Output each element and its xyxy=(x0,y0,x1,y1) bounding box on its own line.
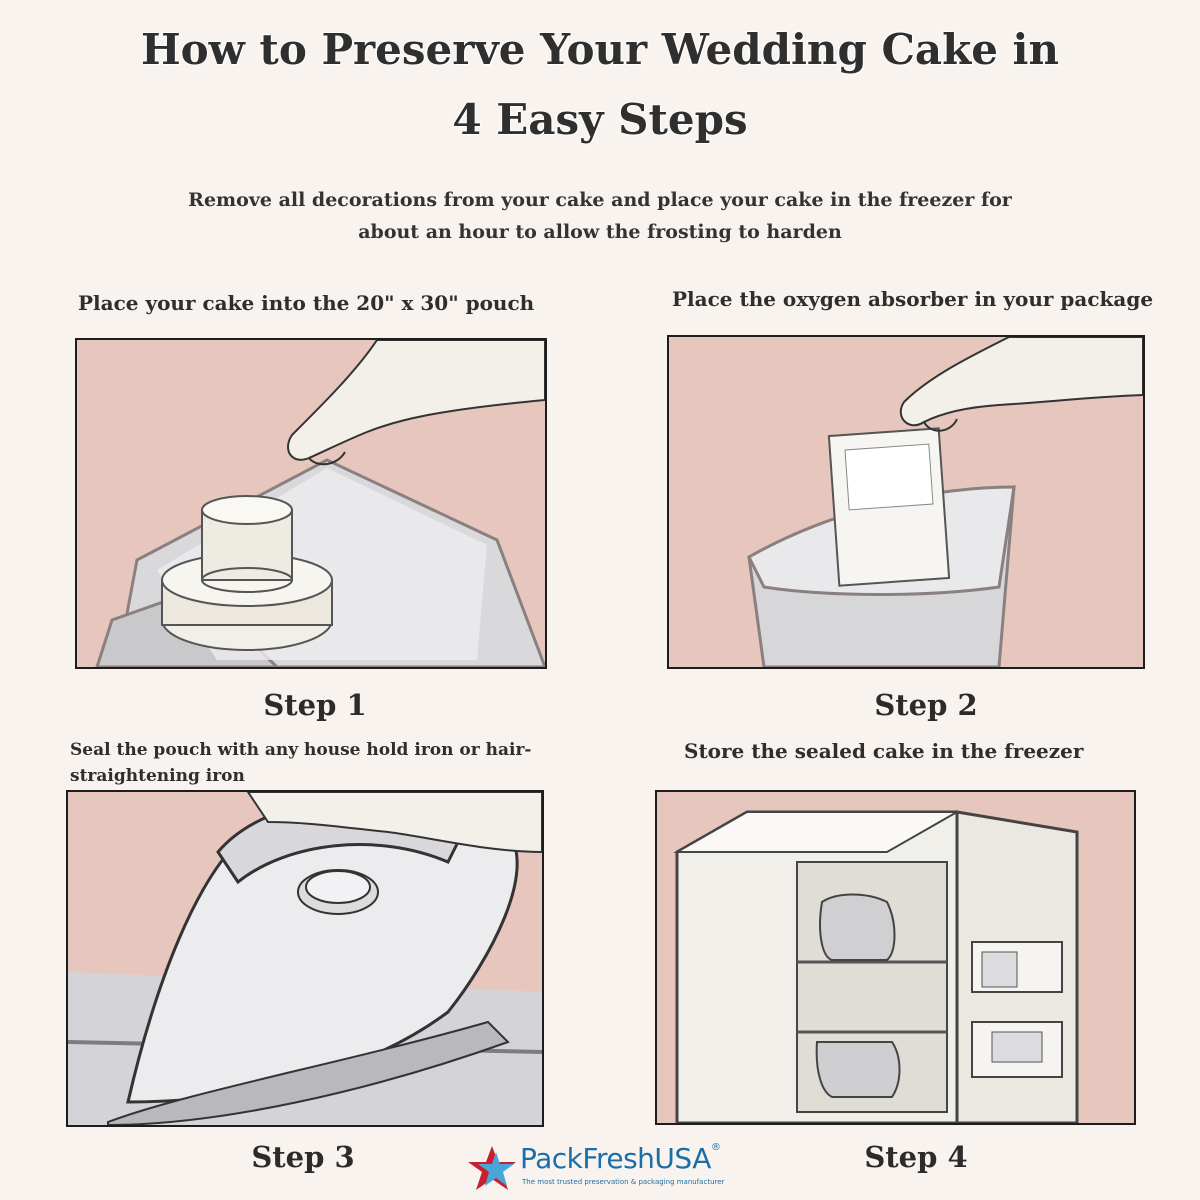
logo-name: PackFreshUSA® xyxy=(520,1142,721,1175)
page-title-line2: 4 Easy Steps xyxy=(452,95,748,144)
step4-instruction: Store the sealed cake in the freezer xyxy=(684,739,1084,763)
page-title-line1: How to Preserve Your Wedding Cake in xyxy=(140,25,1060,74)
step3-instruction-line2: straightening iron xyxy=(70,766,245,786)
star-logo-icon xyxy=(468,1146,516,1190)
step3-instruction-line1: Seal the pouch with any house hold iron … xyxy=(70,740,532,760)
step2-label: Step 2 xyxy=(874,688,978,722)
step1-label: Step 1 xyxy=(263,688,367,722)
logo-tagline: The most trusted preservation & packagin… xyxy=(522,1178,725,1186)
step3-label: Step 3 xyxy=(251,1140,355,1174)
step3-illustration xyxy=(66,790,544,1127)
packfresh-logo: PackFreshUSA® The most trusted preservat… xyxy=(466,1142,746,1192)
intro-line2: about an hour to allow the frosting to h… xyxy=(358,221,842,243)
step4-label: Step 4 xyxy=(864,1140,968,1174)
step4-illustration xyxy=(655,790,1136,1125)
intro-line1: Remove all decorations from your cake an… xyxy=(188,189,1012,211)
step2-instruction: Place the oxygen absorber in your packag… xyxy=(672,287,1154,311)
step2-illustration xyxy=(667,335,1145,669)
step1-instruction: Place your cake into the 20" x 30" pouch xyxy=(78,291,535,315)
step1-illustration xyxy=(75,338,547,669)
